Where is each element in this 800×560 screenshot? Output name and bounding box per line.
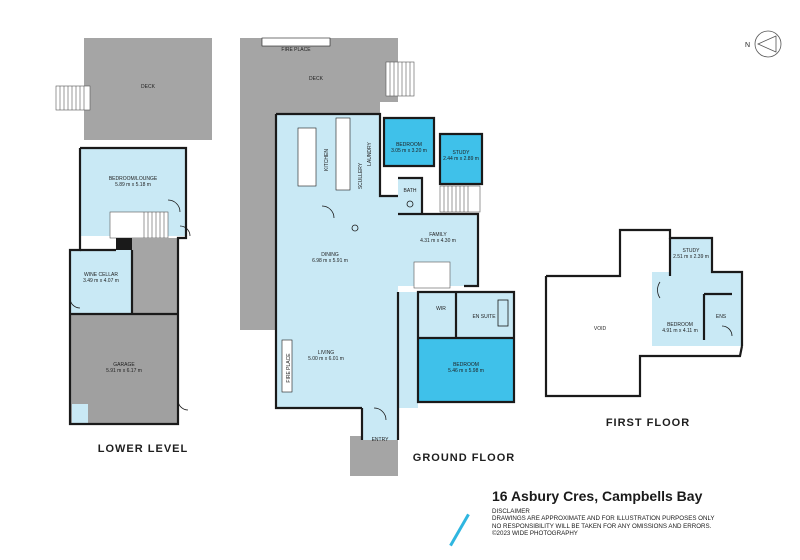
bedroom-g1-room (384, 118, 434, 166)
kitchen-label: KITCHEN (324, 149, 330, 171)
bedroom-f-label: BEDROOM (667, 322, 693, 328)
ens-label: ENS (716, 314, 727, 320)
wir-room (418, 292, 456, 338)
ground-floor-plan (240, 37, 516, 476)
living-dims: 5.00 m x 6.01 m (308, 356, 344, 362)
en-suite-label: EN SUITE (472, 314, 496, 320)
laundry-label: LAUNDRY (367, 141, 373, 165)
bedroom-g1-dims: 3.05 m x 3.20 m (391, 148, 427, 154)
first-void-area (546, 230, 740, 396)
ground-inner-stairs (413, 261, 451, 289)
fireplace-side-label: FIRE PLACE (286, 353, 292, 383)
family-dims: 4.31 m x 4.30 m (420, 238, 456, 244)
ground-hall-strip (398, 292, 418, 408)
wine-cellar-dims: 3.49 m x 4.07 m (83, 278, 119, 284)
wine-cellar-label: WINE CELLAR (84, 272, 118, 278)
lower-gray-passage (132, 238, 178, 314)
bedroom-g1-label: BEDROOM (396, 142, 422, 148)
bath-label: BATH (404, 188, 417, 194)
ens-room (704, 294, 732, 340)
first-floor-plan (544, 228, 744, 398)
study-f-dims: 2.51 m x 2.39 m (673, 254, 709, 260)
disclaimer-heading: DISCLAIMER (492, 508, 530, 515)
copyright-line: ©2023 WIDE PHOTOGRAPHY (492, 530, 578, 538)
kitchen-island (297, 127, 317, 187)
bedroom-master-room (418, 338, 514, 402)
first-floor-title: FIRST FLOOR (606, 417, 690, 429)
lower-small-blue (72, 404, 88, 424)
study-g-label: STUDY (453, 150, 471, 156)
bedroom-lounge-label: BEDROOM/LOUNGE (109, 176, 158, 182)
study-f-room (670, 238, 712, 272)
lower-level-plan (55, 38, 212, 426)
bedroom-lounge-dims: 5.89 m x 5.18 m (115, 182, 151, 188)
lower-stairs-outside (55, 85, 91, 111)
lower-inner-stairs (109, 211, 169, 239)
address-title: 16 Asbury Cres, Campbells Bay (492, 488, 703, 504)
compass-label: N (745, 42, 750, 49)
lower-level-title: LOWER LEVEL (98, 443, 188, 455)
lower-dark-column (116, 238, 132, 250)
lower-deck (84, 38, 212, 140)
dining-label: DINING (321, 252, 339, 258)
kitchen-bench (335, 117, 351, 191)
disclaimer-block: DISCLAIMER DRAWINGS ARE APPROXIMATE AND … (492, 508, 715, 538)
scullery-area (356, 118, 380, 196)
void-label: VOID (594, 326, 607, 332)
wir-label: WIR (436, 306, 446, 312)
ground-deck-stairs (385, 61, 415, 97)
dining-dims: 6.98 m x 5.91 m (312, 258, 348, 264)
fireplace-side (281, 339, 293, 393)
ground-deck-label: DECK (309, 76, 324, 82)
disclaimer-line: DRAWINGS ARE APPROXIMATE AND FOR ILLUSTR… (492, 515, 715, 523)
bedroom-f-dims: 4.91 m x 4.11 m (662, 328, 697, 334)
study-g-dims: 2.44 m x 2.89 m (443, 156, 479, 162)
study-f-label: STUDY (683, 248, 701, 254)
garage-dims: 5.91 m x 6.17 m (106, 368, 142, 374)
lower-deck-label: DECK (141, 84, 156, 90)
bedroom-master-dims: 5.46 m x 5.98 m (448, 368, 484, 374)
study-g-room (440, 134, 482, 184)
entry-label: ENTRY (372, 437, 390, 443)
living-label: LIVING (318, 350, 335, 356)
ground-floor-title: GROUND FLOOR (413, 452, 515, 464)
entry-room (362, 408, 398, 440)
family-label: FAMILY (429, 232, 447, 238)
compass-icon: N (745, 30, 782, 58)
fireplace-top-label: FIRE PLACE (281, 47, 311, 53)
disclaimer-line: NO RESPONSIBILITY WILL BE TAKEN FOR ANY … (492, 522, 712, 530)
bath-room (398, 178, 422, 214)
ground-deck (240, 38, 398, 330)
fireplace-top (261, 37, 331, 47)
entry-area (350, 436, 398, 476)
bedroom-master-label: BEDROOM (453, 362, 479, 368)
wine-cellar-room (70, 250, 132, 314)
garage-label: GARAGE (113, 362, 135, 368)
scullery-label: SCULLERY (358, 162, 364, 189)
